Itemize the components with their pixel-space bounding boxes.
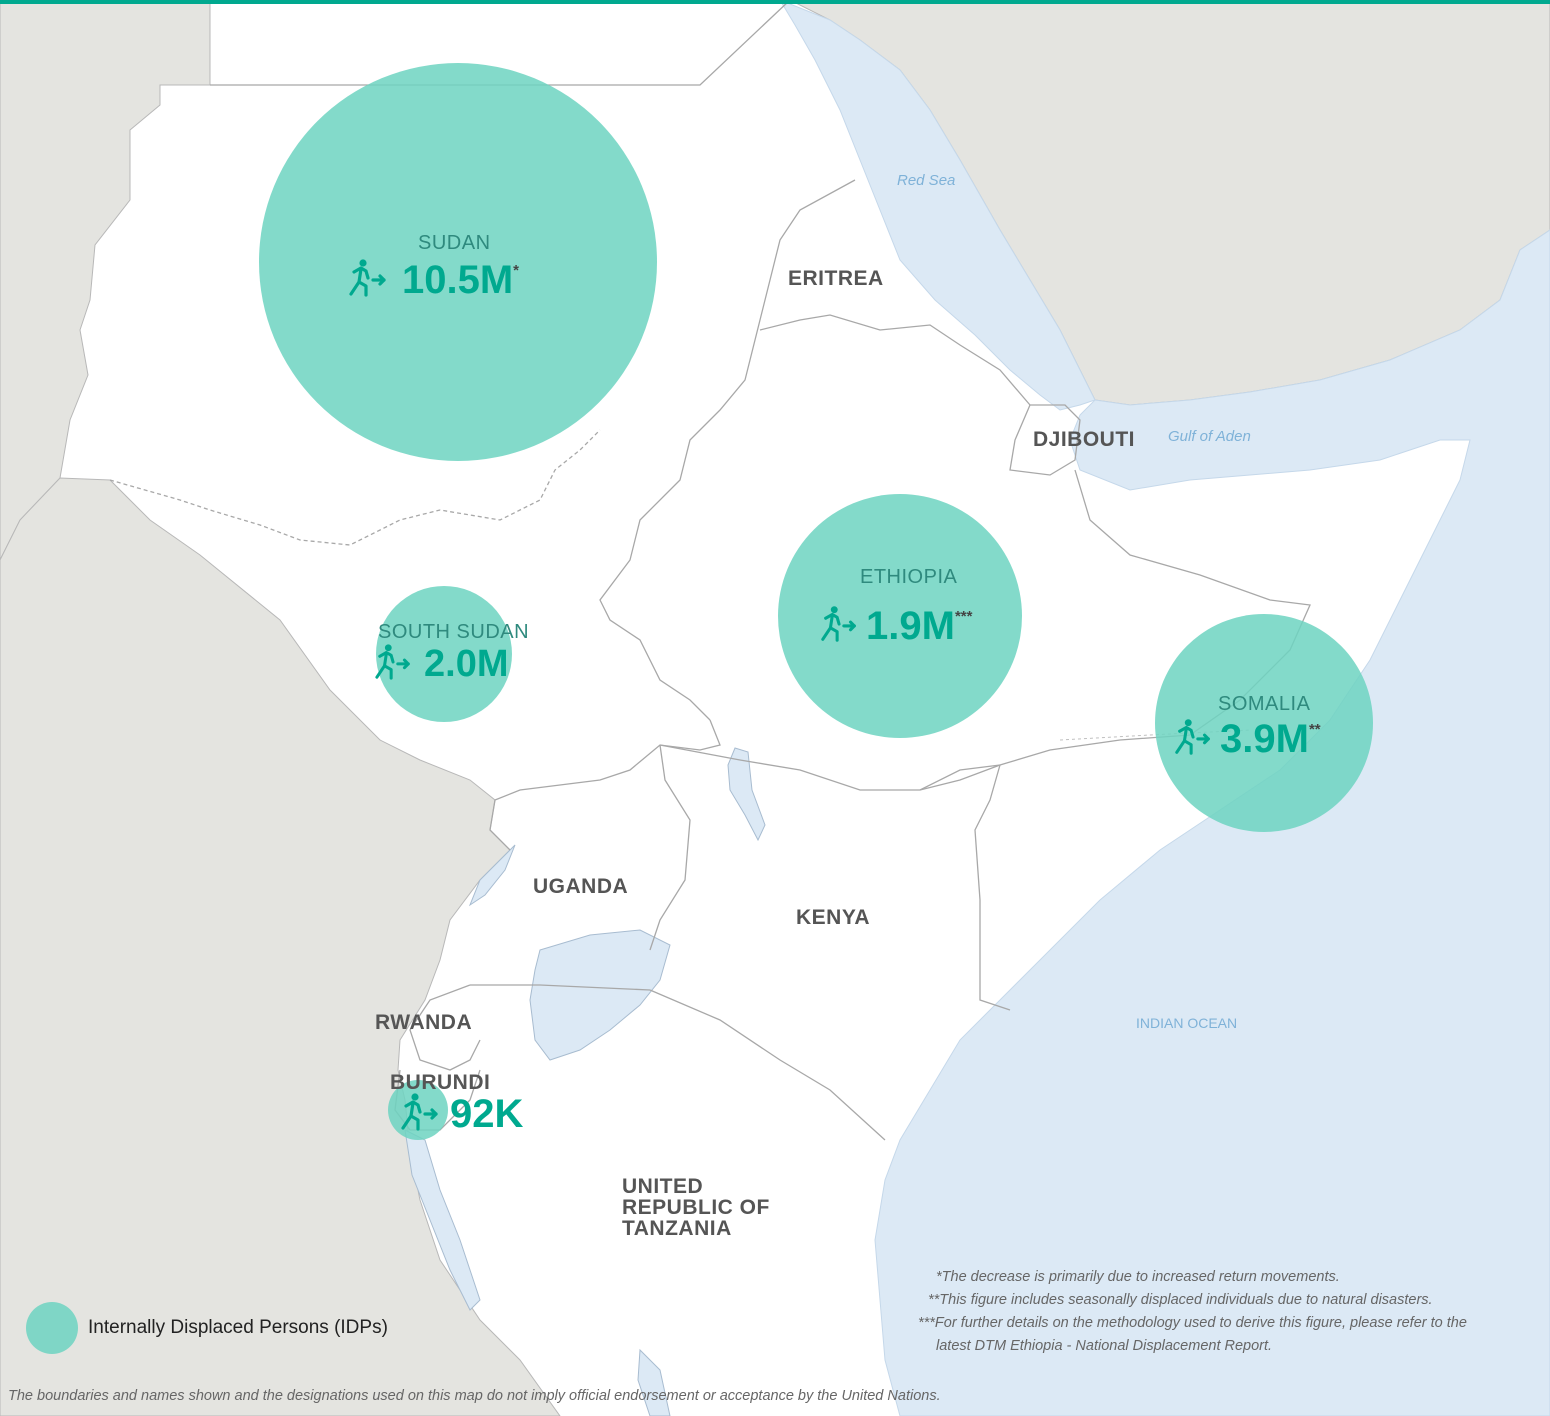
idp-footnote-mark-ethiopia: *** [954,608,973,625]
label-burundi: BURUNDI [390,1071,491,1094]
footnote-3b: latest DTM Ethiopia - National Displacem… [936,1338,1273,1354]
person-running-arrow-icon [401,1093,438,1131]
idp-footnote-mark-sudan: * [513,262,520,279]
top-accent-bar [0,0,1550,4]
idp-value-south-sudan: 2.0M [424,643,509,685]
lake-tanganyika [404,1129,481,1311]
idp-bubble-sudan[interactable] [259,63,657,461]
legend-idp-swatch [26,1302,78,1354]
footnote-3a: ***For further details on the methodolog… [918,1315,1467,1331]
legend-idp-label: Internally Displaced Persons (IDPs) [88,1317,388,1338]
map-disclaimer: The boundaries and names shown and the d… [8,1388,941,1404]
label-red-sea: Red Sea [897,172,956,189]
idp-value-sudan-row: 10.5M * [346,258,519,303]
idp-value-somalia-row: 3.9M ** [1172,717,1321,762]
label-uganda: UGANDA [533,875,629,898]
indian-ocean [874,229,1550,1416]
idp-footnote-mark-somalia: ** [1308,721,1321,738]
idp-bubble-somalia[interactable] [1155,614,1373,832]
label-eritrea: ERITREA [788,267,884,290]
idp-value-sudan: 10.5M [402,258,514,302]
idp-value-burundi: 92K [450,1092,524,1136]
idp-value-burundi-row: 92K [398,1092,523,1137]
person-running-arrow-icon [375,644,410,680]
label-tanzania: UNITED REPUBLIC OF TANZANIA [622,1176,770,1239]
footnote-1: *The decrease is primarily due to increa… [936,1269,1340,1285]
idp-value-ethiopia: 1.9M [866,604,955,648]
label-rwanda: RWANDA [375,1011,473,1034]
label-somalia: SOMALIA [1218,693,1311,715]
idp-bubble-ethiopia[interactable] [778,494,1022,738]
idp-value-ethiopia-row: 1.9M *** [818,604,972,649]
footnotes: *The decrease is primarily due to increa… [918,1266,1538,1358]
idp-bubble-south-sudan[interactable] [376,586,512,722]
label-tanzania-line-2: REPUBLIC OF [622,1196,770,1219]
label-djibouti: DJIBOUTI [1033,428,1136,451]
lake-albert [468,844,516,907]
person-running-arrow-icon [821,606,856,642]
lake-malawi [637,1348,671,1416]
label-south-sudan: SOUTH SUDAN [378,621,530,643]
label-tanzania-line-1: UNITED [622,1175,704,1198]
lake-turkana [727,747,766,842]
legend: Internally Displaced Persons (IDPs) [26,1302,388,1354]
label-tanzania-line-3: TANZANIA [622,1217,732,1240]
label-gulf-of-aden: Gulf of Aden [1168,428,1251,445]
label-kenya: KENYA [796,906,871,929]
footnote-2: **This figure includes seasonally displa… [928,1292,1433,1308]
person-running-arrow-icon [1175,719,1210,755]
idp-value-south-sudan-row: 2.0M [372,643,508,686]
idp-value-somalia: 3.9M [1220,717,1309,761]
lake-victoria [529,929,671,1061]
label-sudan: SUDAN [418,232,491,254]
red-sea [779,0,1096,411]
label-ethiopia: ETHIOPIA [860,566,958,588]
person-running-arrow-icon [349,259,386,297]
country-borders [109,0,1311,1141]
label-indian-ocean: INDIAN OCEAN [1136,1015,1238,1031]
